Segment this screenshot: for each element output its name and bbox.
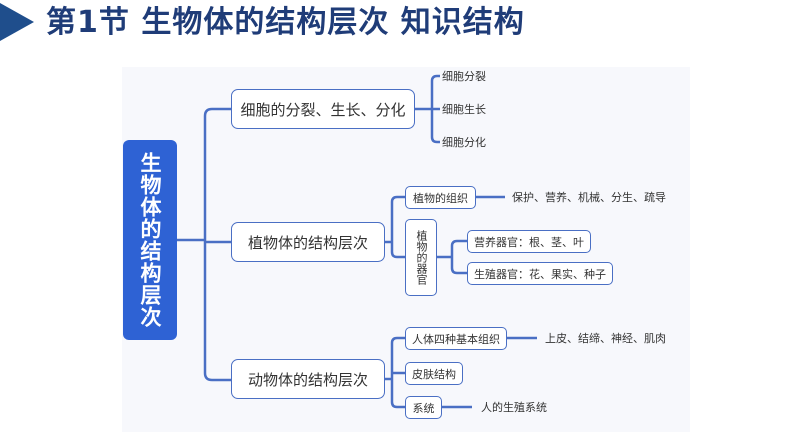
human-tissues-detail: 上皮、结缔、神经、肌肉	[545, 332, 666, 345]
root-node: 生物体的结构层次	[123, 140, 177, 340]
leaf-cell-differentiation: 细胞分化	[442, 136, 486, 149]
plant-organ-node: 植物的器官	[405, 219, 437, 296]
leaf-cell-division: 细胞分裂	[442, 70, 486, 83]
vegetative-organs-node: 营养器官：根、茎、叶	[467, 230, 591, 253]
page-title: 第1节 生物体的结构层次 知识结构	[46, 5, 525, 40]
branch-animal-structure: 动物体的结构层次	[231, 359, 385, 399]
plant-tissue-detail: 保护、营养、机械、分生、疏导	[512, 191, 666, 204]
reproductive-organs-node: 生殖器官：花、果实、种子	[467, 262, 613, 285]
leaf-cell-growth: 细胞生长	[442, 103, 486, 116]
branch-plant-structure: 植物体的结构层次	[231, 222, 385, 262]
branch-cell-division: 细胞的分裂、生长、分化	[231, 89, 415, 129]
skin-structure-node: 皮肤结构	[405, 362, 463, 385]
title-arrow-icon	[0, 3, 34, 41]
human-tissues-node: 人体四种基本组织	[405, 327, 507, 350]
plant-tissue-node: 植物的组织	[405, 186, 476, 209]
system-detail: 人的生殖系统	[481, 401, 547, 414]
system-node: 系统	[405, 396, 442, 419]
